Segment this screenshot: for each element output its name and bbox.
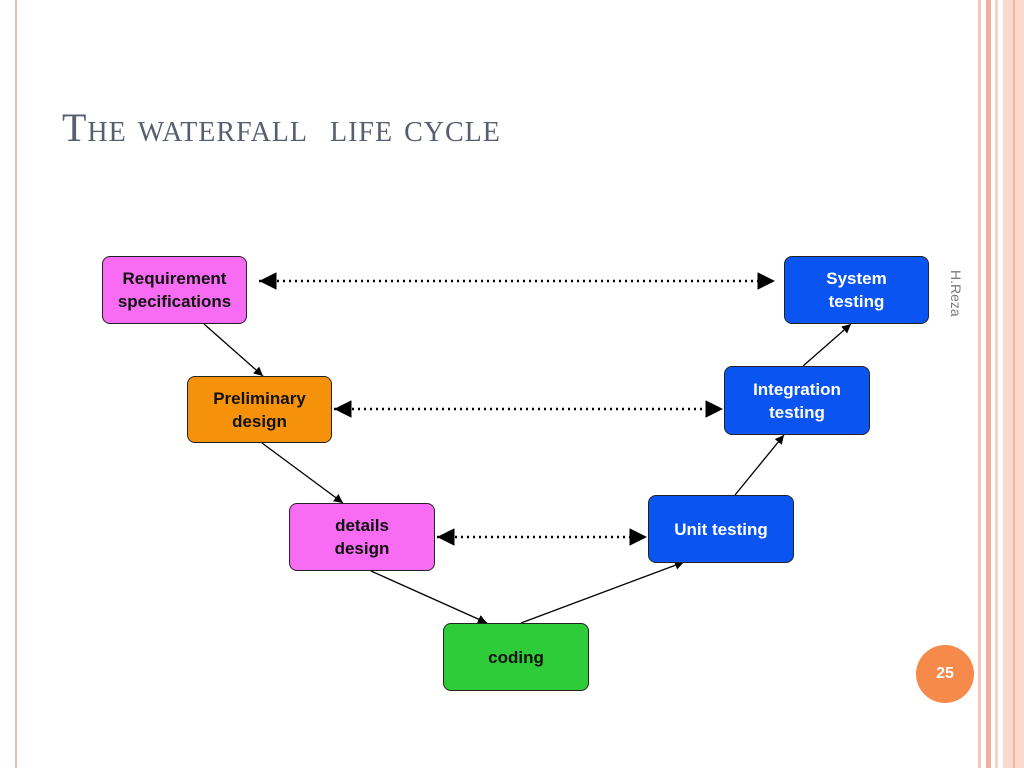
right-border-stripe xyxy=(1013,0,1015,768)
node-requirement-specifications: Requirement specifications xyxy=(102,256,247,324)
page-number: 25 xyxy=(936,665,954,682)
node-details-design: details design xyxy=(289,503,435,571)
page-number-badge: 25 xyxy=(916,645,974,703)
node-unit-testing: Unit testing xyxy=(648,495,794,563)
slide-title: The waterfall life cycle xyxy=(62,105,501,150)
flow-arrow-req-to-prelim xyxy=(203,323,264,377)
left-border-rule xyxy=(15,0,17,768)
right-border-stripe xyxy=(978,0,981,768)
author-label: H.Reza xyxy=(948,270,964,317)
flow-arrow-prelim-to-details xyxy=(261,442,344,504)
node-coding: coding xyxy=(443,623,589,691)
flow-arrow-coding-to-unit xyxy=(520,560,685,624)
node-integration-testing: Integration testing xyxy=(724,366,870,435)
flow-arrow-unit-to-integration xyxy=(734,434,785,496)
flow-arrow-integration-to-system xyxy=(802,323,852,367)
node-preliminary-design: Preliminary design xyxy=(187,376,332,443)
right-border-stripe xyxy=(986,0,991,768)
flow-arrow-details-to-coding xyxy=(370,570,488,624)
node-system-testing: System testing xyxy=(784,256,929,324)
right-border-stripe xyxy=(995,0,998,768)
